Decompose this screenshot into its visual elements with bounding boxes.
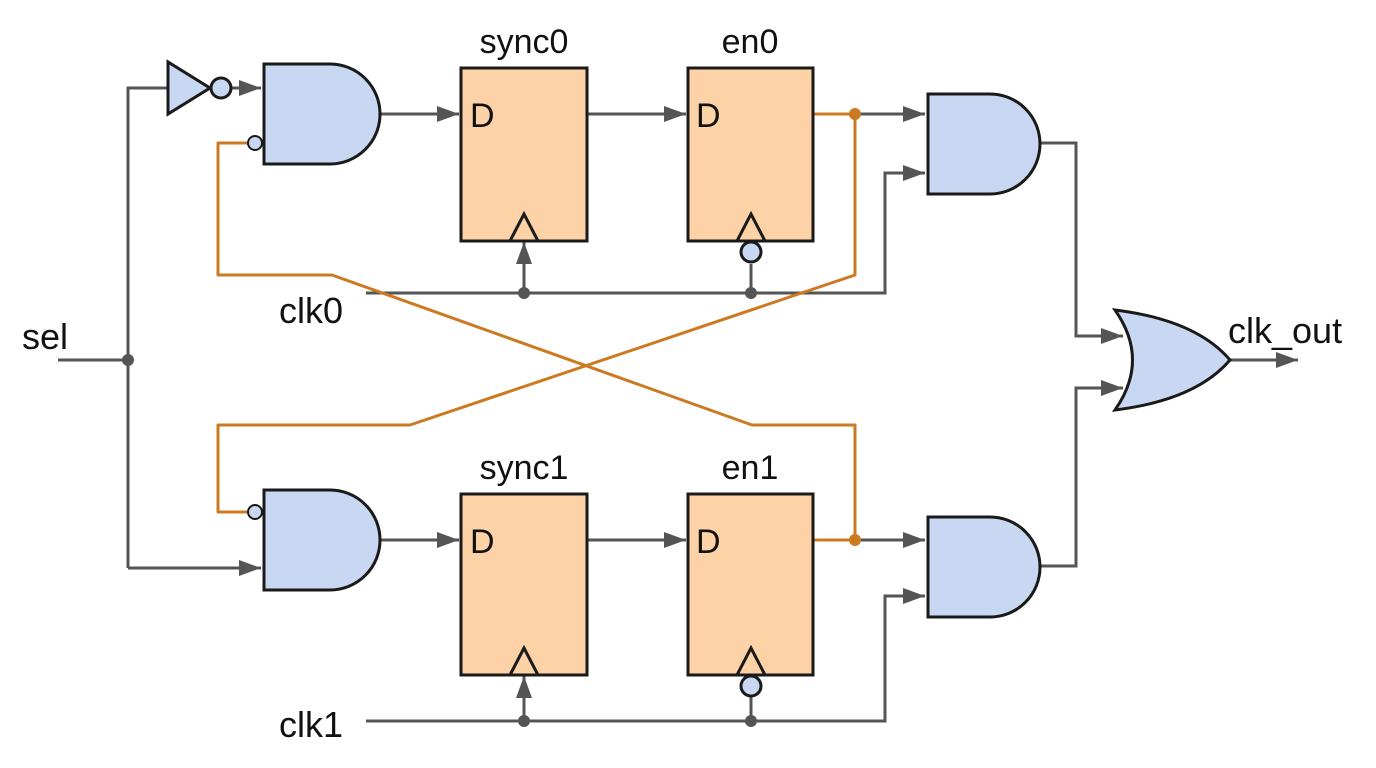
junctions [122,108,861,727]
flipflop-sync1: D [459,492,589,677]
en1-d-label: D [696,523,721,561]
sync0-box [459,66,589,243]
en1-junction-dot [849,534,861,546]
sel-trunk-wire [126,86,168,568]
output-and-gate-0 [926,92,1042,196]
en1-box [686,492,815,677]
flipflop-sync0: D [459,66,589,243]
signal-wires [58,80,1298,723]
and-gate-0-inverted-input-bubble [247,135,263,151]
sync1-label: sync1 [480,449,569,487]
sel-inverter-bubble [209,76,233,100]
sync1-clock-triangle [508,644,540,676]
and-gate-0 [262,62,382,166]
en0-clock-triangle [735,210,767,242]
sync1-box [459,492,589,677]
clk0-en-junction-dot [745,287,757,299]
feedback-wires [216,112,857,542]
and-gate-1 [262,488,382,592]
and2-to-or-wire [1040,141,1123,344]
labels: sync0 en0 sync1 en1 sel clk0 clk1 clk_ou… [22,23,1342,745]
sel-inverter [166,59,213,117]
en0-junction-dot [849,108,861,120]
clk0-wire [366,165,925,295]
clk1-sync-junction-dot [518,715,530,727]
clk1-wire [366,588,925,723]
sync0-clock-triangle [508,210,540,242]
output-and-gate-1 [926,515,1042,619]
clk0-sync-junction-dot [518,287,530,299]
clk-out-label: clk_out [1228,310,1342,351]
sel-label: sel [22,316,68,357]
en1-clock-triangle [735,644,767,676]
sel-junction-dot [122,354,134,366]
sync0-label: sync0 [480,23,569,61]
and-gate-1-inverted-input-bubble [247,504,263,520]
sync0-d-label: D [470,97,495,135]
gates [166,59,1232,619]
en0-feedback-wire [216,114,857,514]
sync1-d-label: D [470,523,495,561]
en1-feedback-wire [216,141,857,540]
en0-d-label: D [696,97,721,135]
en0-clock-inversion-bubble [739,240,763,264]
output-or-gate [1111,308,1232,412]
en1-label: en1 [722,449,779,487]
clk0-label: clk0 [279,290,343,331]
clk1-label: clk1 [279,704,343,745]
en0-label: en0 [722,23,779,61]
en1-clock-inversion-bubble [739,674,763,698]
flipflop-en0: D [686,66,815,264]
and3-to-or-wire [1040,380,1123,568]
flipflop-en1: D [686,492,815,698]
clk1-en-junction-dot [745,715,757,727]
